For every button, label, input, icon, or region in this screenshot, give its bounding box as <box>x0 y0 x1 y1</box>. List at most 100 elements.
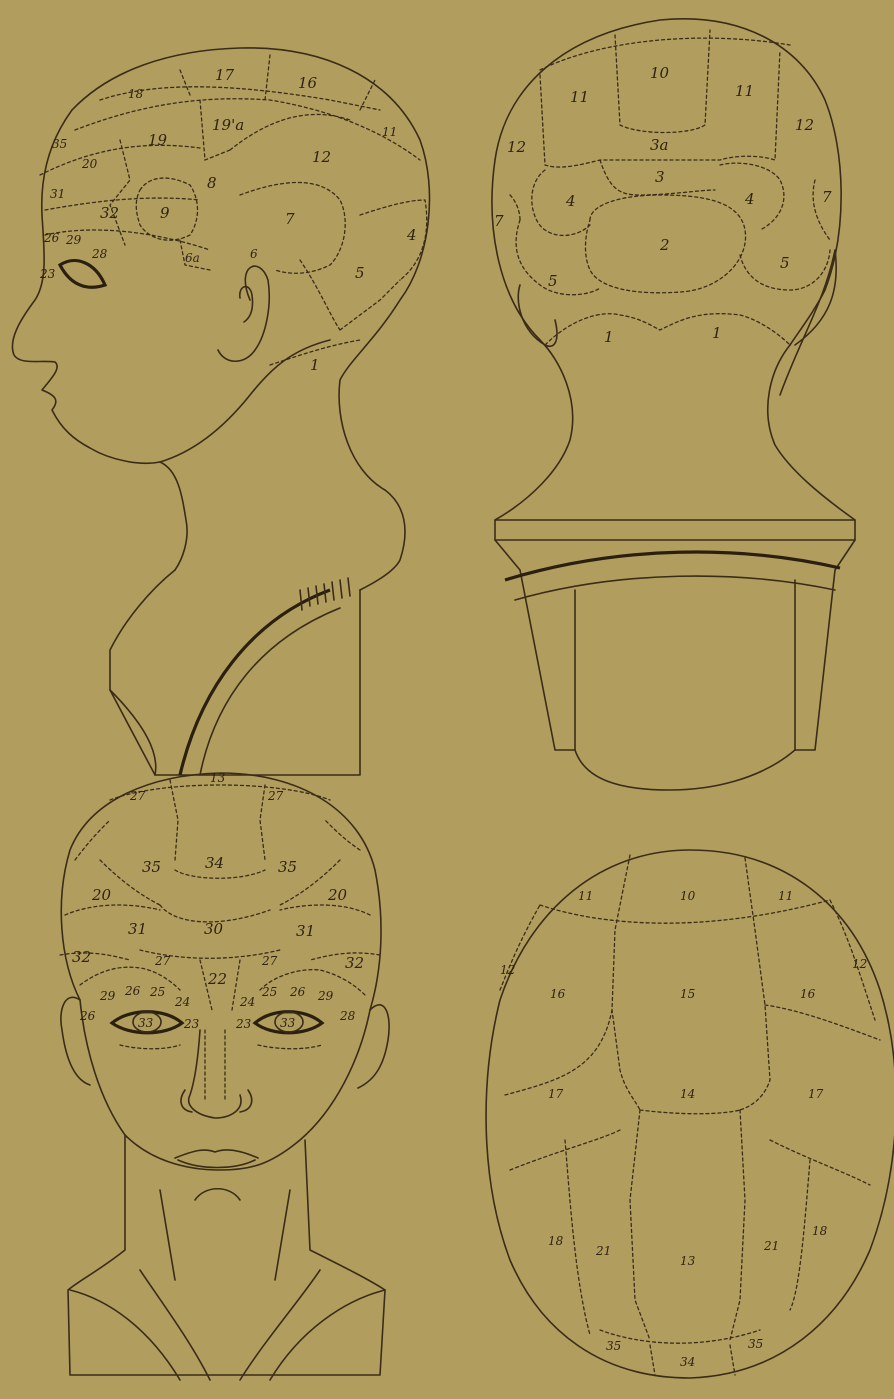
back-label: 11 <box>735 82 754 100</box>
top-label: 34 <box>680 1355 695 1369</box>
front-label: 26 <box>289 985 306 999</box>
front-label: 22 <box>207 970 227 988</box>
front-label: 27 <box>267 789 284 803</box>
front-label: 24 <box>174 995 190 1009</box>
side-label: 28 <box>91 247 108 261</box>
top-label: 17 <box>548 1087 564 1101</box>
top-label: 18 <box>812 1224 828 1238</box>
front-label: 31 <box>128 920 147 938</box>
front-label: 31 <box>296 922 315 940</box>
front-label: 23 <box>235 1017 252 1031</box>
side-label: 6a <box>185 251 200 265</box>
side-bust-hatch <box>300 578 350 610</box>
front-label: 23 <box>183 1017 200 1031</box>
front-mouth <box>175 1150 258 1168</box>
front-label: 34 <box>205 854 224 872</box>
side-label: 32 <box>100 204 119 222</box>
front-label: 26 <box>79 1009 96 1023</box>
side-ear <box>218 266 269 361</box>
side-label: 5 <box>355 264 365 282</box>
top-label: 11 <box>578 889 593 903</box>
side-zone-numbers: 17 16 18 35 19 19'a 11 20 12 31 8 32 9 7… <box>39 66 417 374</box>
side-bust-rim-inner <box>200 608 340 775</box>
front-label: 13 <box>210 771 226 785</box>
side-label: 23 <box>39 267 56 281</box>
side-label: 29 <box>65 233 82 247</box>
side-eye <box>60 261 105 288</box>
back-label: 4 <box>565 192 576 210</box>
back-pedestal-posts <box>575 580 795 750</box>
front-label: 27 <box>154 954 171 968</box>
front-label: 28 <box>339 1009 356 1023</box>
back-label: 11 <box>570 88 589 106</box>
front-label: 25 <box>261 985 277 999</box>
side-neck-front <box>160 462 187 570</box>
top-label: 35 <box>606 1339 621 1353</box>
front-label: 27 <box>129 789 146 803</box>
back-zone-lines <box>510 30 830 345</box>
back-label: 3 <box>655 168 665 186</box>
back-zone-numbers: 10 11 11 12 12 3a 3 4 4 7 7 2 5 5 1 1 <box>494 64 832 346</box>
top-label: 12 <box>500 963 515 977</box>
side-bust-rim <box>180 590 330 775</box>
top-label: 18 <box>548 1234 564 1248</box>
front-label: 32 <box>345 954 364 972</box>
top-label: 16 <box>550 987 566 1001</box>
top-zone-lines <box>500 855 880 1375</box>
front-chin <box>195 1189 240 1200</box>
back-label: 12 <box>507 138 526 156</box>
front-label: 20 <box>91 886 112 904</box>
back-label: 3a <box>650 136 669 154</box>
side-label: 16 <box>298 74 318 92</box>
top-label: 12 <box>852 957 867 971</box>
back-label: 1 <box>712 324 722 342</box>
front-label: 25 <box>149 985 165 999</box>
side-label: 7 <box>285 210 295 228</box>
top-label: 14 <box>680 1087 695 1101</box>
side-label: 6 <box>250 247 258 261</box>
side-label: 11 <box>382 125 397 139</box>
front-label: 32 <box>72 948 91 966</box>
side-bust-outline <box>110 570 360 775</box>
front-nose <box>181 1030 252 1118</box>
side-label: 19'a <box>212 116 244 134</box>
front-label: 35 <box>278 858 297 876</box>
back-neck <box>495 340 855 520</box>
side-label: 8 <box>207 174 217 192</box>
back-label: 12 <box>795 116 814 134</box>
top-label: 15 <box>680 987 695 1001</box>
top-label: 16 <box>800 987 816 1001</box>
top-label: 35 <box>748 1337 763 1351</box>
front-neck <box>68 1135 385 1375</box>
front-label: 30 <box>204 920 224 938</box>
back-label: 7 <box>822 188 832 206</box>
front-label: 29 <box>317 989 334 1003</box>
side-ear-inner <box>240 287 253 322</box>
front-label: 35 <box>142 858 161 876</box>
front-label: 24 <box>239 995 255 1009</box>
side-label: 19 <box>148 131 168 149</box>
front-zone-numbers: 13 27 27 35 34 35 20 20 31 30 31 32 27 2… <box>72 771 364 1031</box>
side-label: 20 <box>81 157 98 171</box>
front-label: 29 <box>99 989 116 1003</box>
back-label: 10 <box>650 64 670 82</box>
top-zone-numbers: 11 10 11 12 12 16 15 16 17 14 17 18 21 1… <box>500 889 867 1369</box>
front-ear-right <box>358 1005 389 1088</box>
side-zone-lines <box>40 55 427 365</box>
top-label: 11 <box>778 889 793 903</box>
back-label: 1 <box>604 328 614 346</box>
front-label: 26 <box>124 984 141 998</box>
side-label: 4 <box>406 226 417 244</box>
front-bust-drape <box>70 1190 385 1380</box>
side-label: 12 <box>312 148 331 166</box>
side-label: 18 <box>128 87 144 101</box>
top-view-head: 11 10 11 12 12 16 15 16 17 14 17 18 21 1… <box>486 850 894 1378</box>
back-label: 5 <box>548 272 558 290</box>
back-label: 5 <box>780 254 790 272</box>
top-label: 10 <box>680 889 696 903</box>
top-label: 21 <box>763 1239 779 1253</box>
front-label: 33 <box>280 1016 296 1030</box>
side-label: 31 <box>50 187 65 201</box>
side-label: 26 <box>43 231 60 245</box>
